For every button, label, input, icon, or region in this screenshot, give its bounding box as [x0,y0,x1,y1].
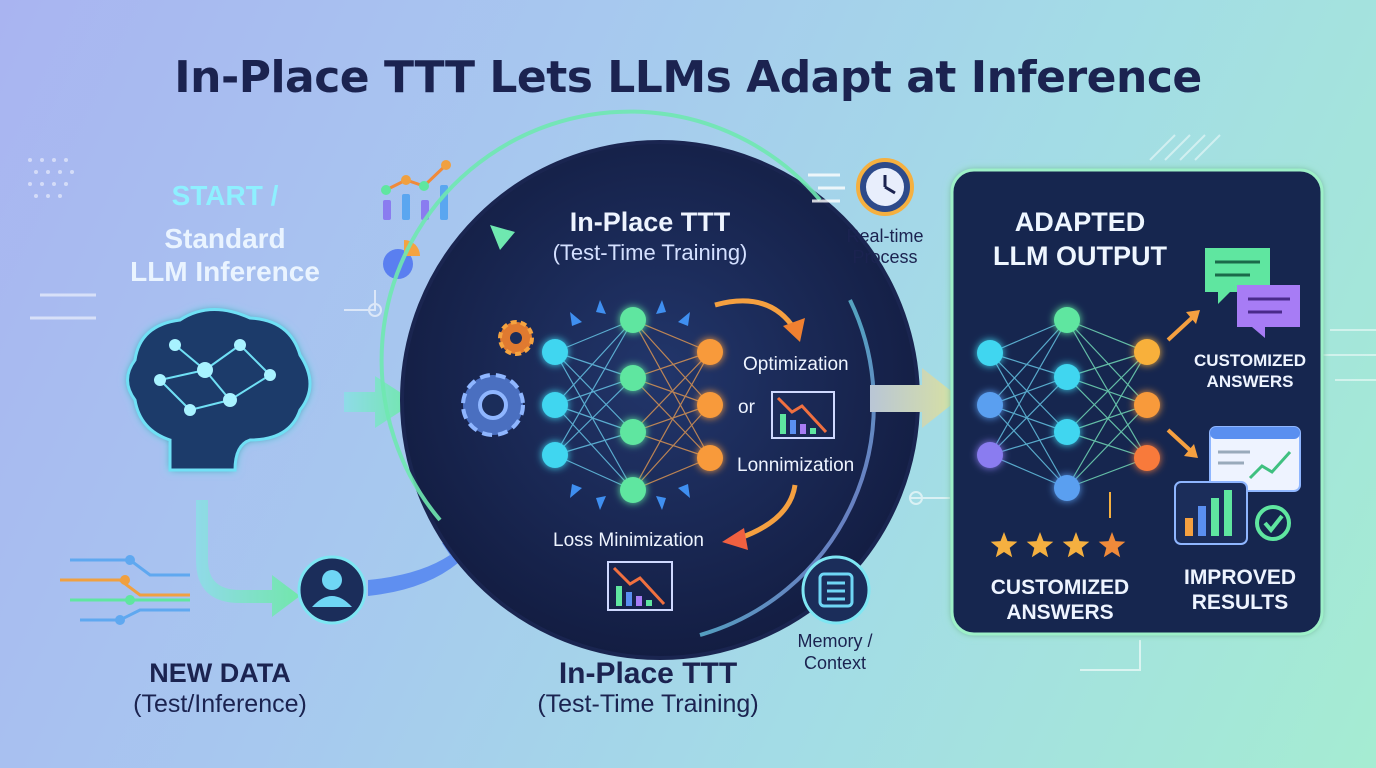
new-data-title: NEW DATA [149,658,291,688]
start-label: START / [171,180,279,211]
flow-arrow-start-to-ttt [344,376,415,428]
flow-arrow-down [196,500,300,617]
rating-star [990,532,1018,558]
start-title-line: LLM Inference [130,256,320,287]
customized-answers-right: CUSTOMIZED ANSWERS [1193,351,1307,391]
output-title-line: LLM OUTPUT [993,241,1167,271]
small-gear-icon [498,320,534,356]
neural-network-center [542,300,723,510]
or-label: or [738,397,755,418]
improved-results: IMPROVED RESULTS [1183,566,1296,614]
flow-arrow-user-to-ttt [368,540,478,596]
bottom-subtitle: (Test-Time Training) [537,690,759,718]
memory-icon [801,555,871,625]
output-title-line: ADAPTED [1014,207,1146,237]
realtime-label: Real-time Process [846,226,924,267]
bar-chart-icon [381,160,451,220]
new-data-subtitle: (Test/Inference) [133,690,307,718]
center-subtitle: (Test-Time Training) [552,240,748,265]
data-stream-lines [60,555,190,625]
checkmark-icon [1255,505,1291,541]
rating-star [1062,532,1090,558]
ttt-ring-arc-right [699,299,876,637]
decor-connectors [344,290,1141,671]
decor-lines-right [1149,134,1376,381]
customized-answers-bottom: CUSTOMIZED ANSWERS [990,576,1130,624]
growth-chart-icon [1174,481,1248,545]
start-title-line: Standard [164,223,286,254]
decor-dots-left [28,158,74,198]
ttt-ring-arc [379,109,822,522]
loss-minimization-label: Loss Minimization [553,530,704,551]
analytics-window-icon [1209,426,1301,492]
lonnimization-label: Lonnimization [737,455,855,476]
bottom-title: In-Place TTT [558,657,738,690]
neural-network-output [977,307,1160,518]
optimization-arrow [714,298,798,332]
user-icon [297,555,367,625]
page-title: In-Place TTT Lets LLMs Adapt at Inferenc… [174,52,1202,103]
start-title: Standard LLM Inference [100,222,350,288]
chat-bubble-icon [1205,248,1300,338]
flow-arrow-ttt-to-output [870,368,960,428]
loss-arrow [739,484,798,541]
loss-chart-icon [771,391,835,439]
rating-stars [990,532,1126,558]
center-title: In-Place TTT [569,207,731,237]
optimization-label: Optimization [743,354,849,375]
brain-icon [126,308,312,472]
output-title: ADAPTED LLM OUTPUT [955,205,1205,273]
rating-star [1026,532,1054,558]
loss-chart-bottom-icon [607,561,673,611]
memory-label: Memory / Context [797,631,873,673]
gear-icon [461,373,525,437]
clock-icon [808,158,914,216]
rating-star [1098,532,1126,558]
decor-lines-left [30,293,96,320]
